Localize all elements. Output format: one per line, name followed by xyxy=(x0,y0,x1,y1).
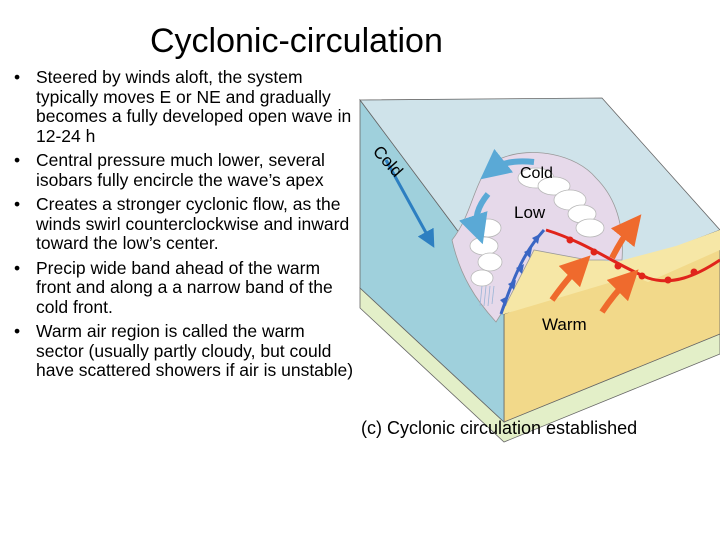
cold-air-arrow-curve xyxy=(459,192,491,245)
warm-label: Warm xyxy=(542,315,587,334)
cyclone-diagram: Cold Cold Low Warm xyxy=(359,97,720,443)
bullet-item: Central pressure much lower, several iso… xyxy=(8,150,356,190)
low-label: Low xyxy=(514,203,546,222)
cold-top-label: Cold xyxy=(520,165,553,182)
bullet-item: Creates a stronger cyclonic flow, as the… xyxy=(8,194,356,254)
warm-front-bulbs xyxy=(566,236,698,284)
slide-title: Cyclonic-circulation xyxy=(150,22,443,60)
bullet-item: Steered by winds aloft, the system typic… xyxy=(8,67,356,146)
cold-front-barbs xyxy=(500,234,540,306)
cold-flow-arrow-left xyxy=(384,159,435,248)
bullet-item: Precip wide band ahead of the warm front… xyxy=(8,258,356,318)
precipitation xyxy=(479,285,495,307)
bullet-item: Warm air region is called the warm secto… xyxy=(8,321,356,381)
cold-air-arrow-top xyxy=(480,148,535,180)
warm-air-arrow-1 xyxy=(609,214,642,260)
warm-air-arrow-3 xyxy=(599,269,639,314)
bullet-list: Steered by winds aloft, the system typic… xyxy=(8,67,356,386)
warm-air-arrow-2 xyxy=(549,255,591,302)
diagram-caption: (c) Cyclonic circulation established xyxy=(361,418,638,438)
